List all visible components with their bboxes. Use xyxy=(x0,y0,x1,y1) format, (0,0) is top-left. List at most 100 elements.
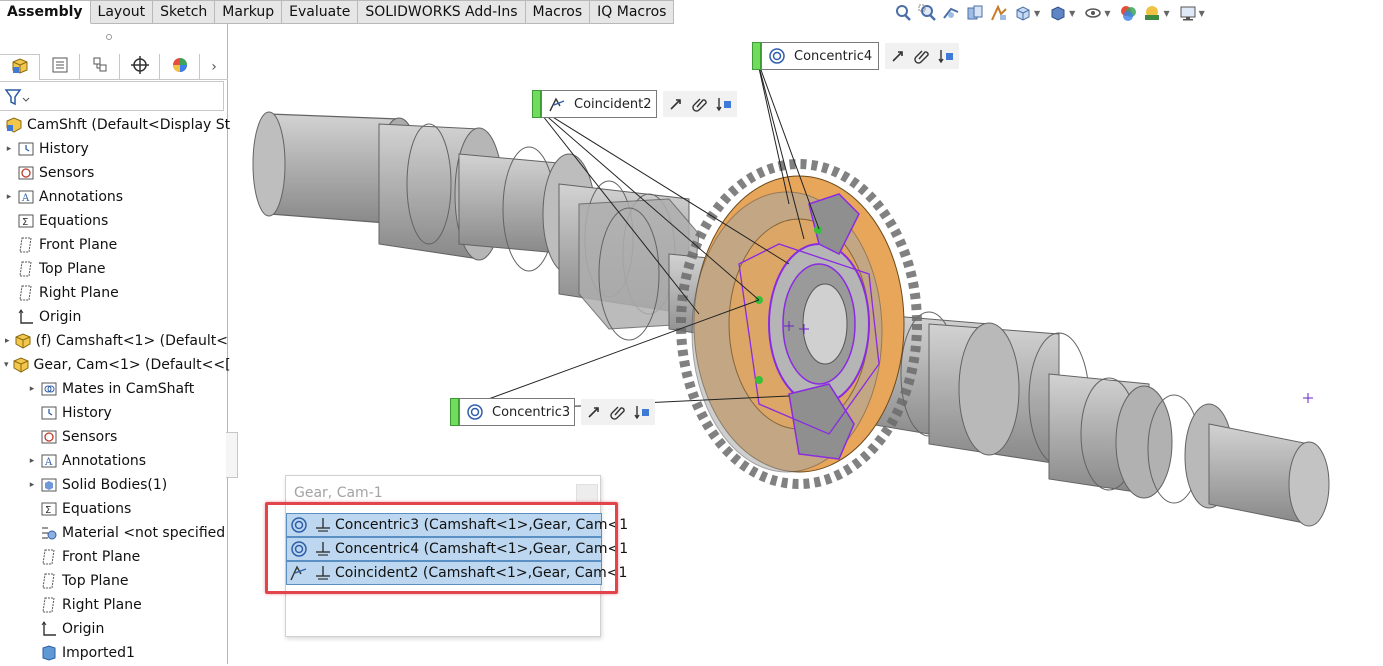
chevron-down-icon[interactable]: ▼ xyxy=(1069,8,1076,18)
mate-row-coincident2[interactable]: Coincident2 (Camshaft<1>,Gear, Cam<1 xyxy=(286,561,627,585)
tree-item[interactable]: Front Plane xyxy=(0,545,228,569)
view-settings-icon[interactable] xyxy=(1178,3,1198,23)
mate-row-concentric3[interactable]: Concentric3 (Camshaft<1>,Gear, Cam<1 xyxy=(286,513,628,537)
coincident2-callout[interactable]: Coincident2 xyxy=(532,90,737,118)
tree-item[interactable]: Right Plane xyxy=(0,281,228,305)
callout-label-box[interactable]: Coincident2 xyxy=(541,90,657,118)
plane-icon xyxy=(17,284,35,302)
tree-item-label: Imported1 xyxy=(62,645,135,661)
feature-tree-filter[interactable] xyxy=(0,81,224,111)
tree-item[interactable]: CamShft (Default<Display St xyxy=(0,113,231,137)
chevron-down-icon[interactable]: ▼ xyxy=(1198,8,1205,18)
display-style-icon[interactable] xyxy=(1048,3,1068,23)
tree-item[interactable]: Origin xyxy=(0,617,228,641)
dimxpert-manager-tab[interactable] xyxy=(120,54,160,80)
filter-icon[interactable] xyxy=(4,87,30,111)
tree-item[interactable]: Material <not specified xyxy=(0,521,228,545)
tree-item[interactable]: Top Plane xyxy=(0,257,228,281)
tree-expander[interactable]: ▸ xyxy=(6,192,12,202)
edit-appearance-icon[interactable] xyxy=(1118,3,1138,23)
flip-alignment-icon[interactable] xyxy=(585,403,603,421)
tab-markup[interactable]: Markup xyxy=(215,0,283,24)
tree-item[interactable]: Origin xyxy=(0,305,228,329)
lock-rotation-icon[interactable] xyxy=(937,47,955,65)
tab-iq-macros[interactable]: IQ Macros xyxy=(590,0,675,24)
tree-expander[interactable]: ▸ xyxy=(6,144,12,154)
callout-grip[interactable] xyxy=(752,42,761,70)
tree-item[interactable]: Front Plane xyxy=(0,233,228,257)
assembly-3d-view[interactable] xyxy=(229,24,1383,664)
hide-show-icon[interactable] xyxy=(1083,3,1103,23)
popup-close-button[interactable] xyxy=(576,484,598,504)
tree-item[interactable]: ▾Gear, Cam<1> (Default<<[ xyxy=(0,353,231,377)
paperclip-icon[interactable] xyxy=(691,95,709,113)
section-view-icon[interactable] xyxy=(965,3,985,23)
callout-label-box[interactable]: Concentric4 xyxy=(761,42,880,70)
tree-item-label: Sensors xyxy=(62,429,118,445)
zoom-to-area-icon[interactable] xyxy=(917,3,937,23)
dynamic-annotation-icon[interactable] xyxy=(989,3,1009,23)
chevron-down-icon[interactable]: ▼ xyxy=(1034,8,1041,18)
panel-grip[interactable] xyxy=(106,34,112,40)
tree-item-label: CamShft (Default<Display St xyxy=(27,117,231,133)
lock-rotation-icon[interactable] xyxy=(715,95,733,113)
tree-item[interactable]: Right Plane xyxy=(0,593,228,617)
configuration-manager-tab[interactable] xyxy=(80,54,120,80)
tree-item[interactable]: Top Plane xyxy=(0,569,228,593)
panel-tabs-more-button[interactable]: › xyxy=(200,54,228,80)
property-manager-tab[interactable] xyxy=(40,54,80,80)
graphics-area[interactable] xyxy=(229,24,1383,664)
tree-expander[interactable]: ▸ xyxy=(5,336,10,346)
tree-expander[interactable]: ▸ xyxy=(29,480,35,490)
tab-assembly[interactable]: Assembly xyxy=(0,0,91,24)
lock-rotation-icon[interactable] xyxy=(633,403,651,421)
flip-alignment-icon[interactable] xyxy=(667,95,685,113)
tree-item[interactable]: ▸(f) Camshaft<1> (Default< xyxy=(0,329,228,353)
tree-item[interactable]: ▸History xyxy=(0,137,228,161)
tab-evaluate[interactable]: Evaluate xyxy=(282,0,359,24)
view-orientation-icon[interactable] xyxy=(1013,3,1033,23)
display-manager-tab[interactable] xyxy=(160,54,200,80)
paperclip-icon[interactable] xyxy=(609,403,627,421)
feature-manager-tab[interactable] xyxy=(0,54,40,80)
callout-grip[interactable] xyxy=(450,398,459,426)
command-manager-tabs: Assembly Layout Sketch Markup Evaluate S… xyxy=(0,0,675,24)
gear-cam-part[interactable] xyxy=(676,159,922,489)
callout-grip[interactable] xyxy=(532,90,541,118)
tree-expander[interactable]: ▸ xyxy=(29,384,35,394)
concentric-icon xyxy=(289,515,309,535)
panel-collapse-handle[interactable] xyxy=(226,432,238,478)
tree-item[interactable]: History xyxy=(0,401,228,425)
tree-expander[interactable]: ▸ xyxy=(29,456,35,466)
chevron-down-icon[interactable]: ▼ xyxy=(1163,8,1170,18)
tab-solidworks-add-ins[interactable]: SOLIDWORKS Add-Ins xyxy=(358,0,526,24)
chevron-down-icon[interactable]: ▼ xyxy=(1104,8,1111,18)
tree-item[interactable]: Sensors xyxy=(0,161,228,185)
tab-layout[interactable]: Layout xyxy=(90,0,154,24)
tree-item[interactable]: ▸ Mates in CamShaft xyxy=(0,377,228,401)
callout-label-box[interactable]: Concentric3 xyxy=(459,398,575,426)
mate-row-concentric4[interactable]: Concentric4 (Camshaft<1>,Gear, Cam<1 xyxy=(286,537,628,561)
tree-item-label: Origin xyxy=(39,309,82,325)
tree-item[interactable]: ▸Solid Bodies(1) xyxy=(0,473,228,497)
highlight-box xyxy=(265,502,618,594)
flip-alignment-icon[interactable] xyxy=(889,47,907,65)
tree-item[interactable]: Imported1 xyxy=(0,641,228,665)
tree-item[interactable]: Sensors xyxy=(0,425,228,449)
paperclip-icon[interactable] xyxy=(913,47,931,65)
tree-expander[interactable]: ▾ xyxy=(4,360,9,370)
concentric3-callout[interactable]: Concentric3 xyxy=(450,398,655,426)
tab-macros[interactable]: Macros xyxy=(525,0,591,24)
previous-view-icon[interactable] xyxy=(941,3,961,23)
apply-scene-icon[interactable] xyxy=(1142,3,1162,23)
tab-sketch[interactable]: Sketch xyxy=(153,0,216,24)
concentric4-callout[interactable]: Concentric4 xyxy=(752,42,960,70)
tree-item-label: Front Plane xyxy=(62,549,141,565)
tree-item-label: Mates in CamShaft xyxy=(62,381,195,397)
zoom-to-fit-icon[interactable] xyxy=(893,3,913,23)
